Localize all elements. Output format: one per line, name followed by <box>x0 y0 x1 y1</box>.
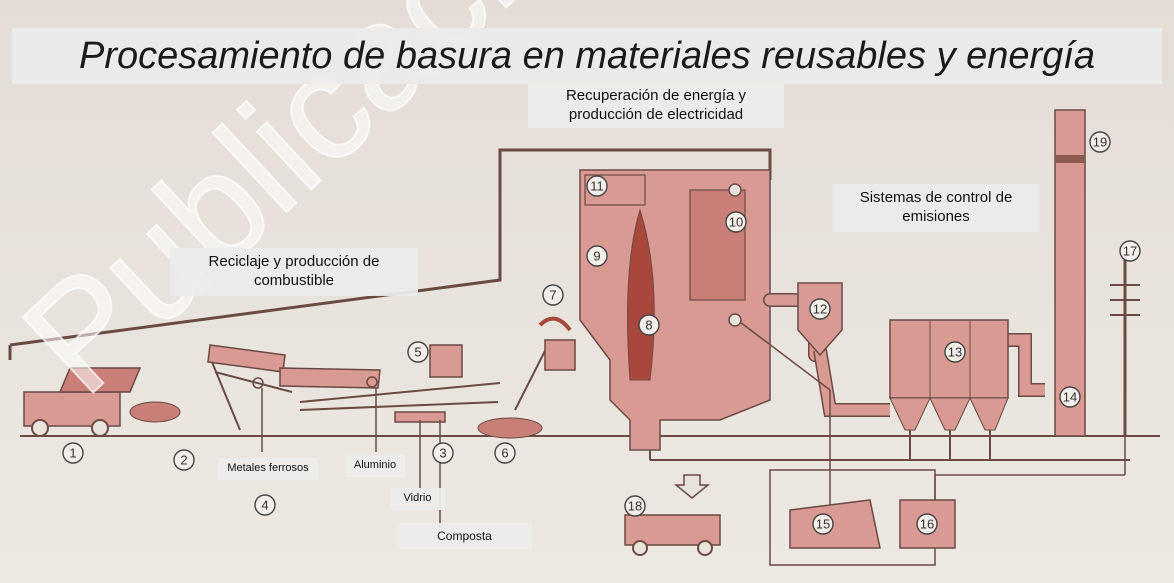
step-marker-2: 2 <box>173 449 195 471</box>
step-marker-17: 17 <box>1119 240 1141 262</box>
step-marker-circle <box>638 314 660 336</box>
step-marker-number: 13 <box>948 345 962 360</box>
energy-recovery-label: Recuperación de energía y producción de … <box>528 84 784 128</box>
collection-truck <box>23 367 181 437</box>
step-marker-16: 16 <box>916 513 938 535</box>
step-marker-number: 12 <box>813 302 827 317</box>
step-marker-circle <box>586 175 608 197</box>
step-marker-number: 6 <box>501 446 508 461</box>
step-marker-number: 11 <box>590 179 604 194</box>
step-marker-8: 8 <box>638 314 660 336</box>
step-marker-number: 15 <box>816 517 830 532</box>
title-bar: Procesamiento de basura en materiales re… <box>12 28 1162 84</box>
step-marker-circle <box>173 449 195 471</box>
step-marker-number: 8 <box>645 318 652 333</box>
step-marker-19: 19 <box>1089 131 1111 153</box>
step-marker-circle <box>812 513 834 535</box>
step-marker-circle <box>586 245 608 267</box>
step-marker-12: 12 <box>809 298 831 320</box>
step-marker-number: 10 <box>729 215 743 230</box>
step-marker-circle <box>624 495 646 517</box>
fuel-feeder <box>538 316 576 371</box>
step-marker-number: 18 <box>628 499 642 514</box>
recycling-label: Reciclaje y producción de combustible <box>170 248 418 296</box>
step-marker-number: 5 <box>414 345 421 360</box>
boiler-furnace <box>579 169 771 460</box>
ferrous-metals-label: Metales ferrosos <box>218 458 318 480</box>
step-marker-circle <box>62 442 84 464</box>
step-marker-number: 3 <box>439 446 446 461</box>
power-pole <box>1110 260 1140 436</box>
page-title: Procesamiento de basura en materiales re… <box>78 34 1096 77</box>
step-marker-number: 19 <box>1093 135 1107 150</box>
step-marker-4: 4 <box>254 494 276 516</box>
step-marker-number: 14 <box>1063 390 1077 405</box>
smokestack <box>1054 109 1086 437</box>
step-marker-circle <box>1059 386 1081 408</box>
step-marker-7: 7 <box>542 284 564 306</box>
step-marker-circle <box>809 298 831 320</box>
step-marker-circle <box>254 494 276 516</box>
step-marker-number: 17 <box>1123 244 1137 259</box>
step-marker-circle <box>725 211 747 233</box>
step-marker-15: 15 <box>812 513 834 535</box>
overhead-conveyor <box>9 148 772 347</box>
step-marker-circle <box>1119 240 1141 262</box>
step-marker-number: 4 <box>261 498 268 513</box>
step-marker-circle <box>494 442 516 464</box>
step-marker-number: 2 <box>180 453 187 468</box>
step-marker-5: 5 <box>407 341 429 363</box>
step-marker-number: 1 <box>69 446 76 461</box>
step-marker-1: 1 <box>62 442 84 464</box>
glass-label: Vidrio <box>390 488 445 510</box>
step-marker-3: 3 <box>432 442 454 464</box>
compost-label: Composta <box>397 523 532 549</box>
step-marker-18: 18 <box>624 495 646 517</box>
step-marker-number: 9 <box>593 249 600 264</box>
step-marker-circle <box>432 442 454 464</box>
step-marker-13: 13 <box>944 341 966 363</box>
ash-truck <box>624 514 721 556</box>
turbine-generator <box>739 321 1126 566</box>
step-marker-circle <box>916 513 938 535</box>
step-marker-circle <box>1089 131 1111 153</box>
ash-discharge-arrow <box>673 474 711 499</box>
step-marker-circle <box>542 284 564 306</box>
step-marker-9: 9 <box>586 245 608 267</box>
emission-control-label: Sistemas de control de emisiones <box>833 184 1039 232</box>
step-marker-circle <box>407 341 429 363</box>
step-marker-6: 6 <box>494 442 516 464</box>
step-marker-circle <box>944 341 966 363</box>
step-marker-14: 14 <box>1059 386 1081 408</box>
step-marker-number: 7 <box>549 288 556 303</box>
step-marker-number: 16 <box>920 517 934 532</box>
step-marker-11: 11 <box>586 175 608 197</box>
aluminum-label: Aluminio <box>345 455 405 477</box>
step-marker-10: 10 <box>725 211 747 233</box>
